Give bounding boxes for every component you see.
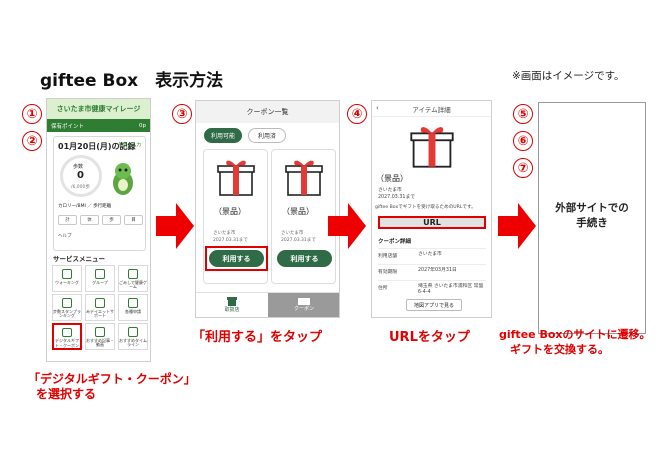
coupon-card-1[interactable]: （景品） さいたま市 2027.03.31まで 利用する <box>203 149 268 284</box>
step-7-badge: ⑦ <box>513 158 533 178</box>
help-link[interactable]: ヘルプ <box>58 234 72 239</box>
steps-goal: /6,000歩 <box>71 185 90 190</box>
step-4-badge: ④ <box>347 104 367 124</box>
caption-step5-line2: ギフトを交換する。 <box>510 343 609 356</box>
step-3-badge: ③ <box>172 104 192 124</box>
diet-icon <box>95 298 105 308</box>
document-icon <box>128 298 138 308</box>
group-icon <box>95 269 105 279</box>
coupon-expiry: 2027.03.31まで <box>213 238 248 243</box>
ranking-icon <box>62 298 72 308</box>
caption-step4: URLをタップ <box>389 330 470 345</box>
item-prize: （景品） <box>376 174 408 183</box>
calorie-text: カロリー/BMI ／ 歩行距離 <box>58 204 112 209</box>
arrow-right-icon <box>498 203 536 249</box>
coupon-card-2[interactable]: （景品） さいたま市 2027.03.31まで 利用する <box>271 149 336 284</box>
steps-label: 歩数 <box>73 164 84 170</box>
step-5-badge: ⑤ <box>513 104 533 124</box>
record-button-4[interactable]: 目 <box>124 215 143 225</box>
screen-coupon-list: クーポン一覧 利用可能 利用済 （景品） さいたま市 2027.03.31まで … <box>195 100 340 318</box>
record-button-3[interactable]: 歩 <box>102 215 121 225</box>
page-title: giftee Box 表示方法 <box>40 71 224 91</box>
detail-row-address: 住所埼玉県 さいたま市浦和区 常盤6-4-4 <box>378 280 486 298</box>
gift-box-icon <box>285 160 323 196</box>
coupon-expiry: 2027.03.31まで <box>281 238 316 243</box>
highlight-box <box>205 246 268 271</box>
gift-box-icon <box>410 127 454 168</box>
timeline-icon <box>128 327 138 337</box>
gift-box-icon <box>217 160 255 196</box>
daily-record-card: 01月20日(月)の記録 記録の入力 歩数 0 /6,000歩 カロリー/BMI… <box>53 136 146 251</box>
external-site-text: 外部サイトでの 手続き <box>555 202 629 229</box>
step-1-badge: ① <box>22 104 42 124</box>
coupon-list-header: クーポン一覧 <box>196 101 339 123</box>
caption-step1-line1: 「デジタルギフト・クーポン」 <box>28 372 196 386</box>
coupon-prize: （景品） <box>282 207 314 216</box>
record-button-2[interactable]: 体 <box>80 215 99 225</box>
nav-coupon[interactable]: クーポン <box>268 293 339 317</box>
app-title-banner: さいたま市健康マイレージ <box>47 99 150 119</box>
use-button-2[interactable]: 利用する <box>277 250 332 267</box>
article-icon <box>95 327 105 337</box>
coupon-detail-heading: クーポン詳細 <box>378 239 412 245</box>
points-label: 保有ポイント <box>51 123 85 130</box>
image-note: ※画面はイメージです。 <box>512 70 625 82</box>
tile-timeline[interactable]: おすすめタイムライン <box>118 323 148 350</box>
points-bar: 保有ポイント 0p <box>47 119 150 132</box>
url-info-text: giftee Boxでギフトを受け取るためのURLです。 <box>375 205 476 210</box>
item-shop: さいたま市 <box>378 188 402 193</box>
store-icon <box>227 297 237 306</box>
caption-step3: 「利用する」をタップ <box>192 330 323 345</box>
arrow-right-icon <box>156 203 194 249</box>
steps-value: 0 <box>77 170 84 181</box>
back-chevron-icon[interactable]: ‹ <box>376 104 379 112</box>
tab-available[interactable]: 利用可能 <box>204 128 242 143</box>
coupon-shop: さいたま市 <box>281 231 304 236</box>
record-button-1[interactable]: 計 <box>58 215 77 225</box>
map-app-button[interactable]: 地図アプリで見る <box>406 299 462 311</box>
gift-icon <box>62 328 72 338</box>
tile-group[interactable]: グループ <box>85 265 115 292</box>
tile-walking[interactable]: ウォーキング <box>52 265 82 292</box>
gift-url-link[interactable]: URL <box>378 216 486 229</box>
tile-game[interactable]: ごみしで健康ゲーム <box>118 265 148 292</box>
service-menu-title: サービスメニュー <box>53 255 105 263</box>
tab-used[interactable]: 利用済 <box>248 128 286 143</box>
game-icon <box>128 269 138 279</box>
record-input-link[interactable]: 記録の入力 <box>118 143 142 148</box>
mascot-icon <box>113 163 133 195</box>
screen-item-detail: ‹ アイテム詳細 （景品） さいたま市 2027.03.31まで giftee … <box>371 100 492 318</box>
steps-ring <box>60 155 102 197</box>
tile-stamp-ranking[interactable]: 步数スタンプランキング <box>52 294 82 321</box>
coupon-prize: （景品） <box>214 207 246 216</box>
item-detail-header: ‹ アイテム詳細 <box>372 101 491 117</box>
use-button-1[interactable]: 利用する <box>209 250 264 267</box>
coupon-icon <box>298 298 310 305</box>
walking-icon <box>62 269 72 279</box>
tile-diet-support[interactable]: みデイエットサポート <box>85 294 115 321</box>
screen-health-app: さいたま市健康マイレージ 保有ポイント 0p 01月20日(月)の記録 記録の入… <box>46 98 151 362</box>
points-value: 0p <box>139 122 146 129</box>
step-6-badge: ⑥ <box>513 131 533 151</box>
step-2-badge: ② <box>22 131 42 151</box>
nav-stores[interactable]: 取扱店 <box>196 293 268 317</box>
tile-articles-videos[interactable]: おすすめ記事・動画 <box>85 323 115 350</box>
caption-step5-line1: giftee Boxのサイトに遷移。 <box>499 328 651 341</box>
coupon-shop: さいたま市 <box>213 231 236 236</box>
detail-row-shop: 利用店舗さいたま市 <box>378 248 486 261</box>
item-expiry: 2027.03.31まで <box>378 195 416 200</box>
bottom-nav: 取扱店 クーポン <box>196 292 339 317</box>
tile-digital-gift-coupon[interactable]: デジタルギフト・クーポン <box>52 323 82 350</box>
record-date: 01月20日(月)の記録 <box>58 142 136 151</box>
arrow-right-icon <box>328 203 366 249</box>
tile-applications[interactable]: 各種申請 <box>118 294 148 321</box>
caption-step1-line2: を選択する <box>36 387 97 401</box>
external-site-box: 外部サイトでの 手続き <box>538 102 646 334</box>
